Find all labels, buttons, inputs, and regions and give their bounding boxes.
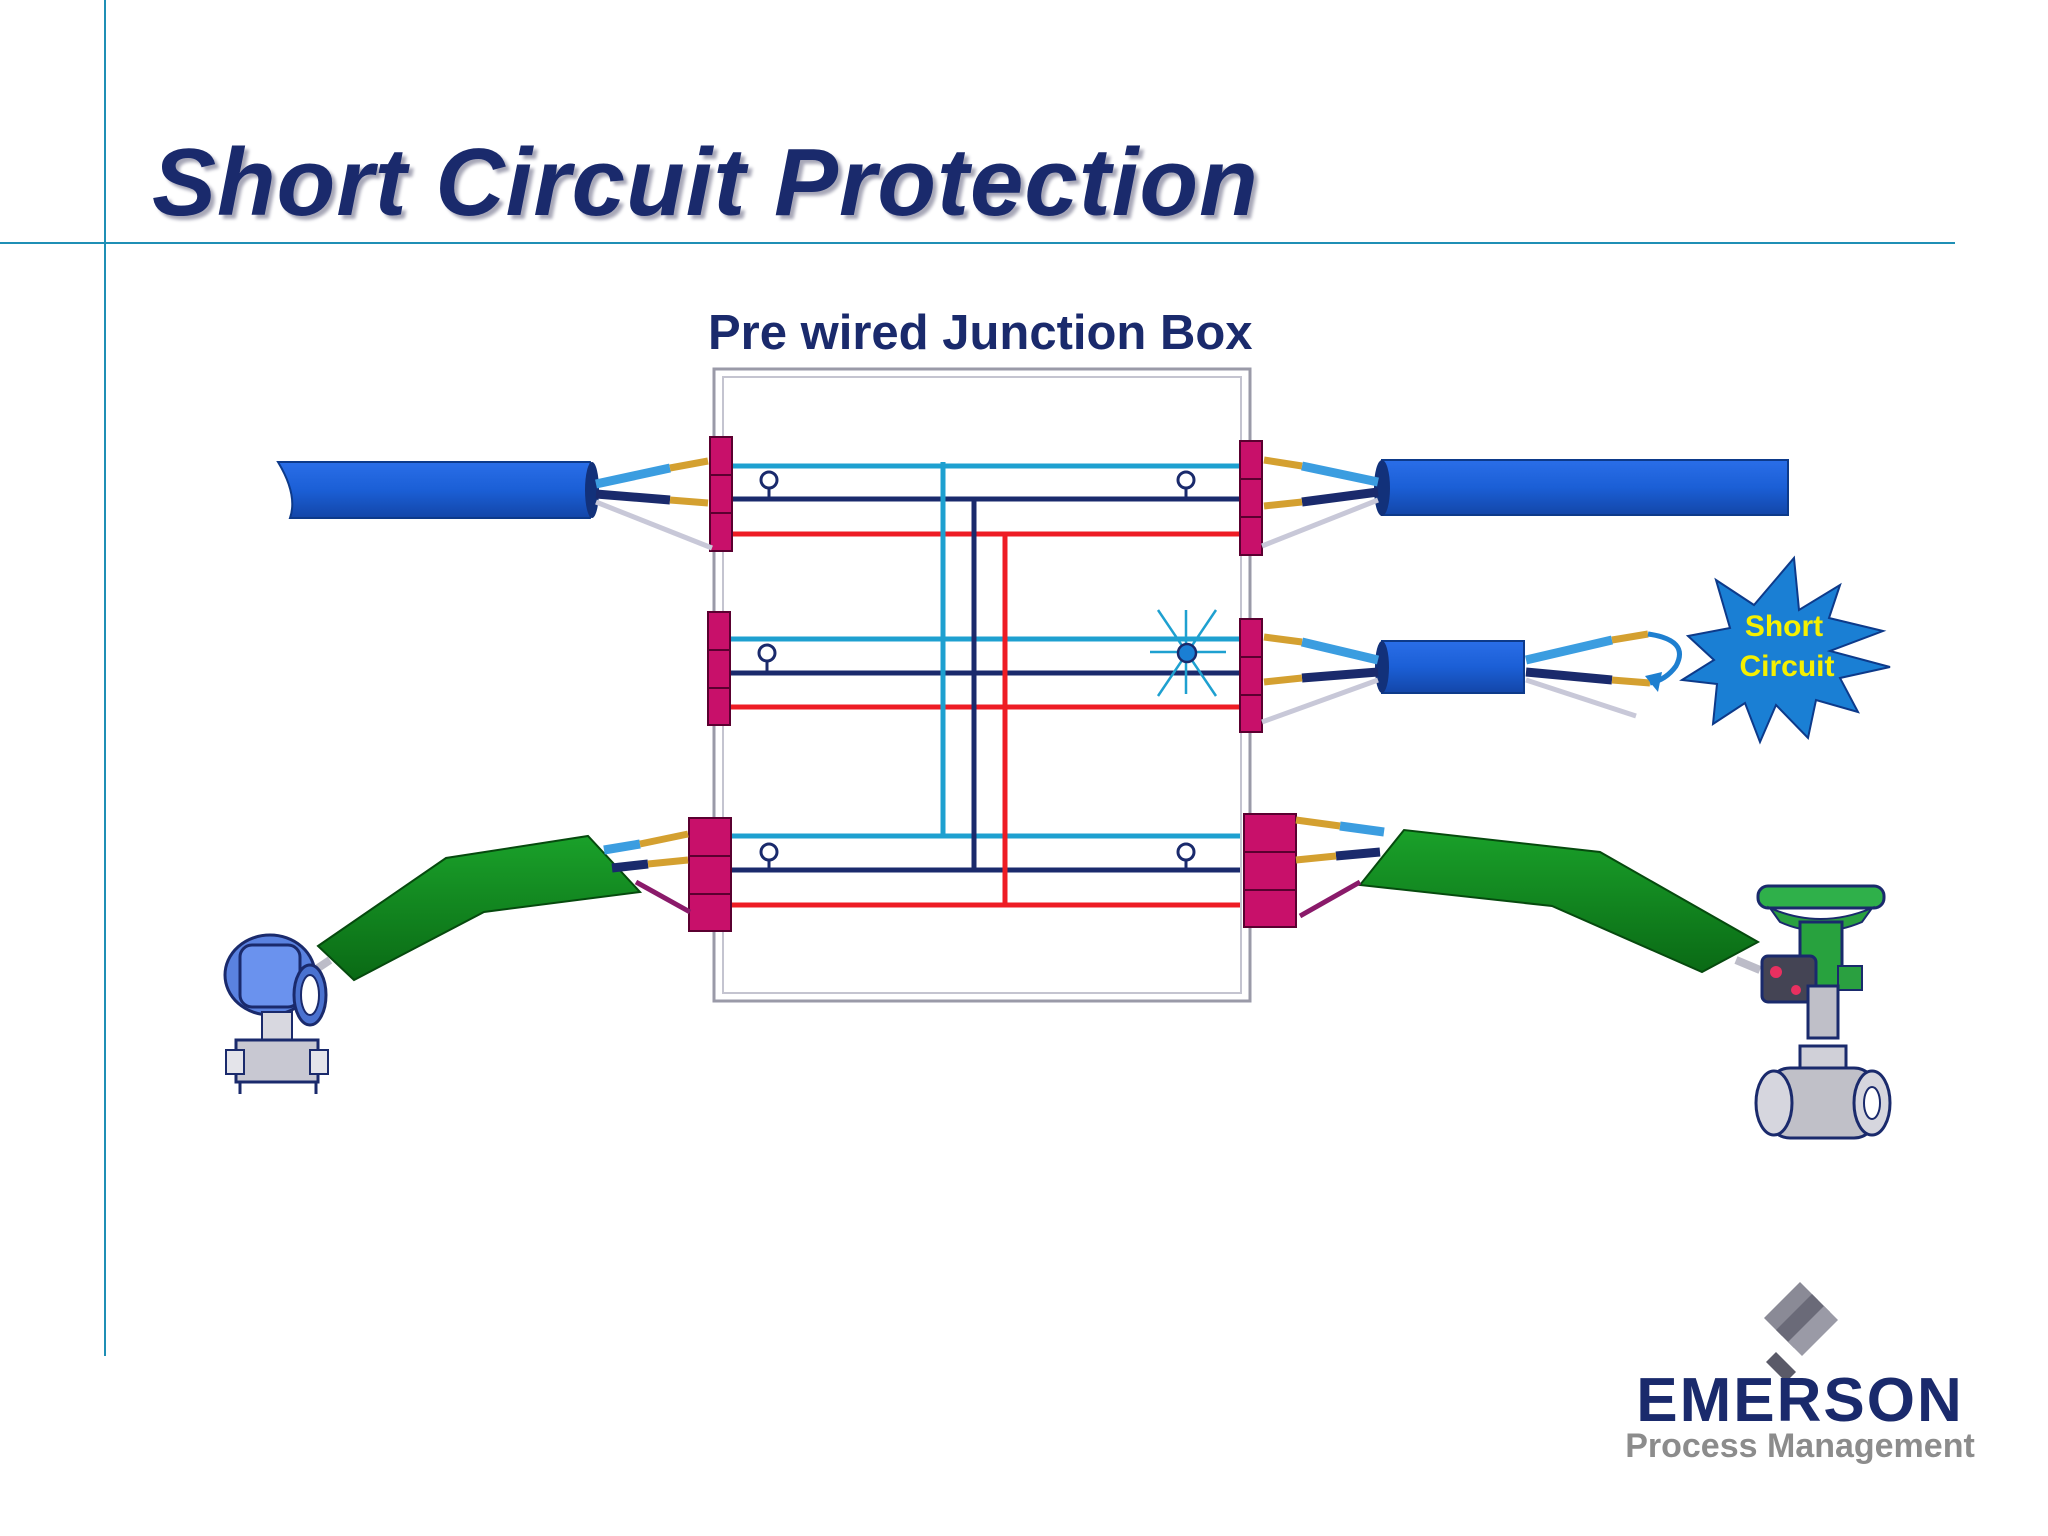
terminal-block-right-bottom <box>1243 813 1297 928</box>
trunk-cable-left <box>276 457 713 551</box>
fault-label-line1: Short <box>1745 610 1823 643</box>
tripped-fuse-icon <box>1150 609 1226 697</box>
spur-cable-left <box>309 830 692 982</box>
page-title: Short Circuit Protection <box>152 129 1259 236</box>
terminal-block-left-mid <box>707 611 731 726</box>
spur-cable-right <box>1295 816 1762 974</box>
control-valve-icon <box>1754 884 1892 1140</box>
spur-cable-shorted <box>1261 630 1682 725</box>
fuse-icon <box>759 470 779 499</box>
junction-box-label: Pre wired Junction Box <box>708 306 1253 360</box>
brand-division: Process Management <box>1625 1427 1975 1465</box>
bus-wires <box>728 462 1240 908</box>
fuse-icon <box>759 842 779 870</box>
slide-guide-lines <box>0 0 1955 1356</box>
terminal-block-left-bottom <box>688 817 732 932</box>
terminal-block-right-top <box>1239 440 1263 556</box>
fuse-icon <box>1176 842 1196 870</box>
terminal-blocks <box>688 436 1297 932</box>
terminal-block-right-mid <box>1239 618 1263 733</box>
trunk-cable-right <box>1261 456 1789 549</box>
emerson-logo-icon <box>1764 1282 1838 1382</box>
pressure-transmitter-icon <box>223 933 329 1094</box>
fault-label-line2: Circuit <box>1739 650 1834 683</box>
short-circuit-burst-icon: Short Circuit <box>1679 555 1891 745</box>
fuse-markers <box>757 470 1196 870</box>
fuse-icon <box>757 643 777 673</box>
brand-name: EMERSON <box>1636 1366 1964 1435</box>
fuse-icon <box>1176 470 1196 499</box>
terminal-block-left-top <box>709 436 733 552</box>
